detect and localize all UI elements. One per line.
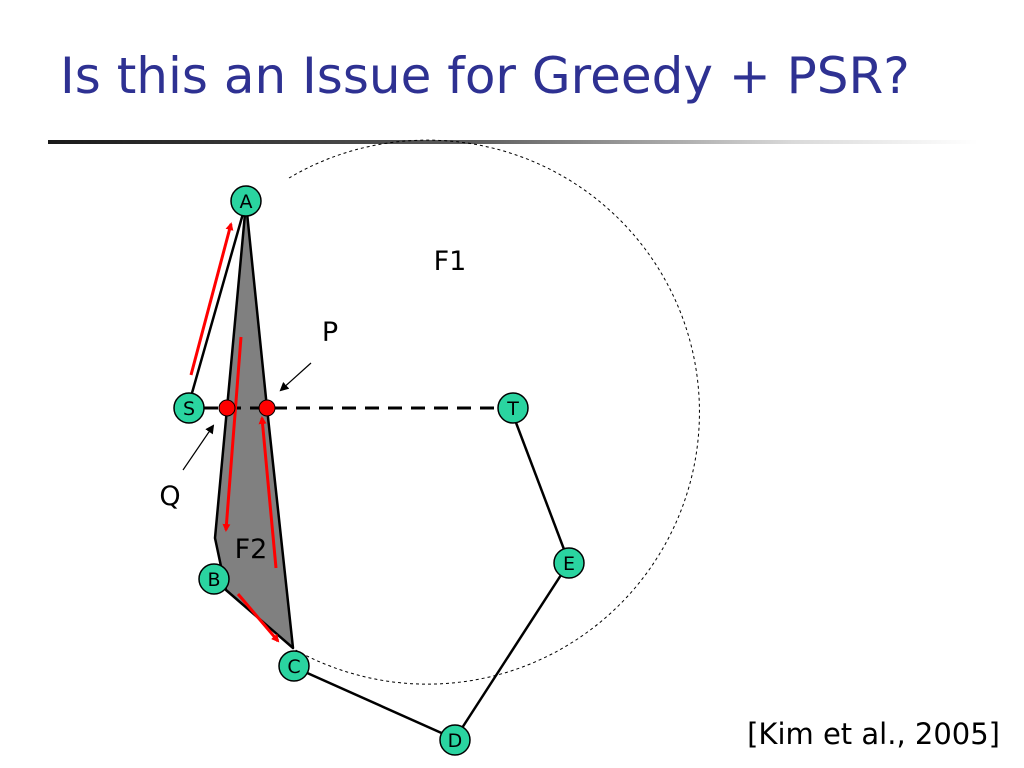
pointer-p: [279, 362, 312, 392]
citation: [Kim et al., 2005]: [747, 717, 1000, 751]
node-b-label: B: [207, 569, 220, 591]
node-s: S: [173, 392, 205, 424]
point-p-label: P: [322, 317, 338, 348]
arrow-c-to-p: [258, 416, 278, 569]
slide-title: Is this an Issue for Greedy + PSR?: [60, 47, 910, 105]
point-q-label: Q: [159, 481, 180, 512]
node-e: E: [553, 547, 585, 579]
node-c-label: C: [287, 656, 300, 678]
intersection-q: [218, 399, 236, 417]
node-t-label: T: [506, 398, 519, 420]
edge-e-d: [460, 574, 563, 729]
edge-c-d: [304, 670, 447, 737]
arrow-s-to-a: [189, 222, 234, 376]
pointer-q: [182, 424, 215, 471]
node-d-label: D: [448, 730, 463, 752]
face-f2-label: F2: [235, 534, 268, 565]
node-t: T: [497, 392, 529, 424]
node-b: B: [198, 563, 230, 595]
title-divider: [48, 140, 978, 144]
range-circle: [288, 139, 700, 685]
node-e-label: E: [563, 553, 575, 575]
arrow-a-to-b: [222, 336, 243, 532]
intersection-p: [258, 399, 276, 417]
node-s-label: S: [183, 398, 195, 420]
edge-s-a: [190, 202, 248, 394]
arrow-b-to-c: [236, 593, 280, 643]
edge-t-e: [513, 419, 567, 553]
node-c: C: [278, 650, 310, 682]
face-f1-label: F1: [434, 246, 467, 277]
node-a: A: [230, 185, 262, 217]
node-a-label: A: [240, 191, 253, 213]
node-d: D: [439, 724, 471, 756]
